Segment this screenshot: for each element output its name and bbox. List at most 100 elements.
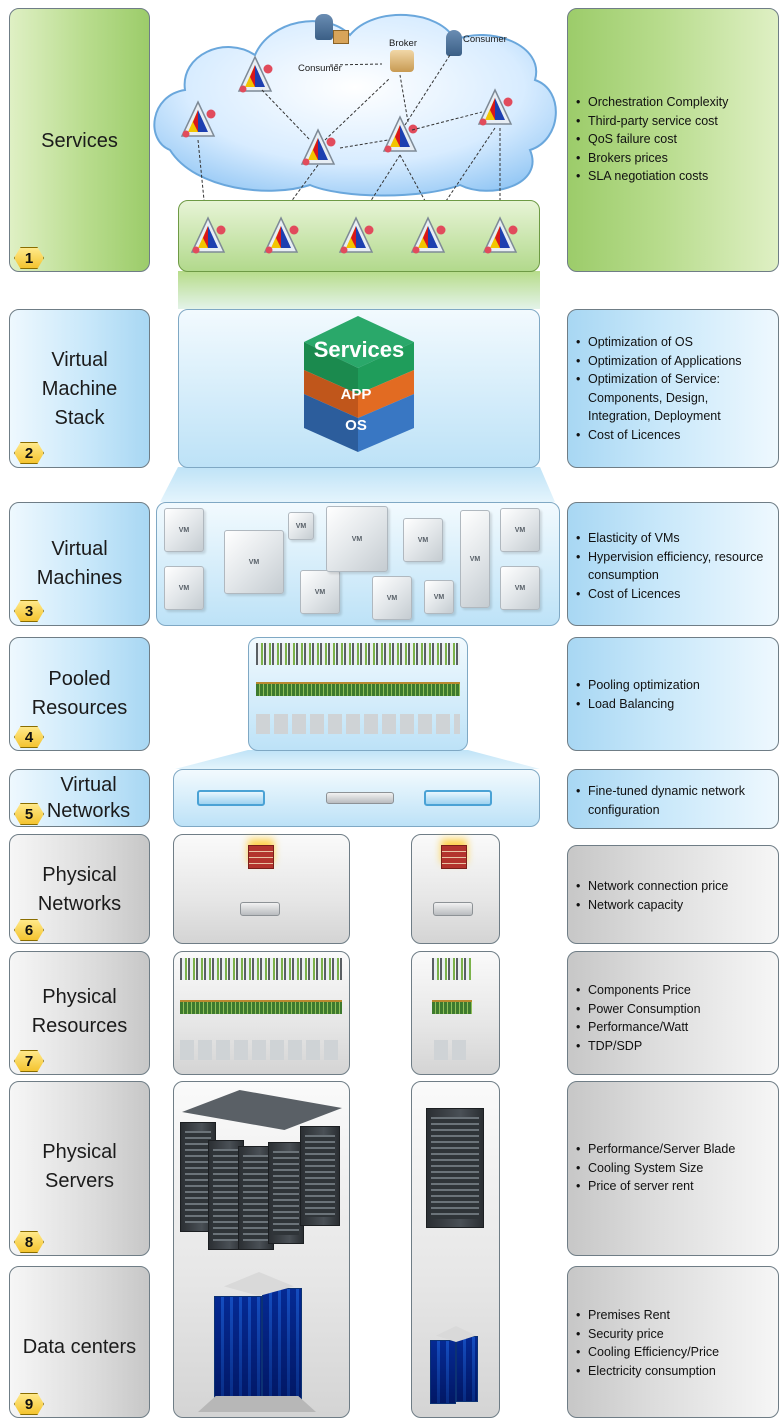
cost-item: Cooling Efficiency/Price (576, 1343, 774, 1362)
funnel-pool-to-vnet (175, 750, 540, 769)
layer-7-label-panel: Physical Resources 7 (9, 951, 150, 1075)
layer-1-cost-panel: Orchestration Complexity Third-party ser… (567, 8, 779, 272)
vm-icon: VM (164, 508, 204, 552)
service-node-icon (383, 116, 419, 154)
hard-disks-icon (434, 1040, 470, 1060)
router-icon (240, 902, 280, 916)
service-icon (483, 217, 519, 255)
broker-icon (390, 50, 414, 72)
layer-8-cost-list: Performance/Server Blade Cooling System … (576, 1140, 774, 1196)
layer-9-cost-panel: Premises Rent Security price Cooling Eff… (567, 1266, 779, 1418)
vm-icon: VM (288, 512, 314, 540)
cost-item: Elasticity of VMs (576, 529, 774, 548)
layer-3-cost-list: Elasticity of VMs Hypervision efficiency… (576, 529, 774, 603)
layer-3-label-panel: Virtual Machines 3 (9, 502, 150, 626)
layer-4-cost-panel: Pooling optimization Load Balancing (567, 637, 779, 751)
layer-1-cost-list: Orchestration Complexity Third-party ser… (576, 93, 774, 186)
layer-2-title: Virtual Machine Stack (41, 349, 118, 429)
layer-9-cost-list: Premises Rent Security price Cooling Eff… (576, 1306, 774, 1380)
layer-7-cost-panel: Components Price Power Consumption Perfo… (567, 951, 779, 1075)
vm-icon: VM (164, 566, 204, 610)
vm-icon: VM (424, 580, 454, 614)
processor-cards-icon (180, 958, 342, 980)
hard-disks-icon (256, 714, 460, 734)
cost-item: Orchestration Complexity (576, 93, 774, 112)
stack-services-label: Services (313, 337, 405, 362)
building-base (198, 1396, 316, 1412)
stack-os-label: OS (345, 417, 367, 434)
funnel-stack-to-vms (160, 467, 555, 502)
cost-item: Cooling System Size (576, 1159, 774, 1178)
broker-label: Broker (389, 38, 417, 49)
layer-8-title: Physical Servers (42, 1141, 117, 1192)
service-node-icon (238, 56, 274, 94)
cost-item: Performance/Watt (576, 1018, 774, 1037)
vm-icon: VM (372, 576, 412, 620)
layer-6-number-badge: 6 (14, 919, 44, 941)
layer-4-title: Pooled Resources (31, 668, 128, 719)
layer-9-number-badge: 9 (14, 1393, 44, 1415)
cost-item: TDP/SDP (576, 1037, 774, 1056)
layer-4-number-badge: 4 (14, 726, 44, 748)
cost-item: Premises Rent (576, 1306, 774, 1325)
vm-icon: VM (500, 566, 540, 610)
layer-9-label-panel: Data centers 9 (9, 1266, 150, 1418)
router-icon (433, 902, 473, 916)
virtual-switch-icon (424, 790, 492, 806)
layer-5-cost-list: Fine-tuned dynamic network configuration (576, 782, 774, 819)
datacenter-building-icon (456, 1336, 478, 1402)
layer-3-number-badge: 3 (14, 600, 44, 622)
layer-2-number-badge: 2 (14, 442, 44, 464)
cost-item: Components Price (576, 981, 774, 1000)
layer-7-title: Physical Resources (31, 986, 128, 1037)
service-node-icon (181, 101, 217, 139)
memory-modules-icon (432, 1000, 472, 1014)
vm-icon: VM (500, 508, 540, 552)
layer-5-title: Virtual Networks (46, 774, 131, 822)
datacenter-building-icon (262, 1288, 302, 1400)
memory-modules-icon (256, 682, 460, 696)
server-rack-icon (268, 1142, 304, 1244)
cost-item: Brokers prices (576, 149, 774, 168)
cost-item: Performance/Server Blade (576, 1140, 774, 1159)
cost-item: Pooling optimization (576, 676, 774, 695)
cost-item: Optimization of OS (576, 333, 774, 352)
layer-3-title: Virtual Machines (36, 538, 123, 589)
layer-1-label-panel: Services 1 (9, 8, 150, 272)
service-components (181, 54, 514, 211)
cost-item: Optimization of Service: Components, Des… (576, 370, 774, 426)
layer-6-cost-list: Network connection price Network capacit… (576, 877, 774, 914)
cost-item: Optimization of Applications (576, 352, 774, 371)
cost-item: Electricity consumption (576, 1362, 774, 1381)
stack-blocks (304, 316, 414, 452)
cost-item: Security price (576, 1325, 774, 1344)
server-rack-icon (426, 1108, 484, 1228)
service-node-icon (478, 89, 514, 127)
layer-8-number-badge: 8 (14, 1231, 44, 1253)
layer-5-cost-panel: Fine-tuned dynamic network configuration (567, 769, 779, 829)
cost-item: Power Consumption (576, 1000, 774, 1019)
cost-item: SLA negotiation costs (576, 167, 774, 186)
service-icon (411, 217, 447, 255)
service-icon (264, 217, 300, 255)
service-icon (191, 217, 227, 255)
layer-1-title: Services (41, 130, 118, 152)
service-icon (339, 217, 375, 255)
processor-cards-icon (432, 958, 472, 980)
consumer-left-label: Consumer (298, 63, 342, 74)
cost-item: Price of server rent (576, 1177, 774, 1196)
firewall-icon (441, 845, 467, 869)
cost-item: Network connection price (576, 877, 774, 896)
datacenter-building-icon (430, 1340, 456, 1404)
layer-6-cost-panel: Network connection price Network capacit… (567, 845, 779, 944)
firewall-icon (248, 845, 274, 869)
layer-7-number-badge: 7 (14, 1050, 44, 1072)
layer-8-cost-panel: Performance/Server Blade Cooling System … (567, 1081, 779, 1256)
consumer-right-label: Consumer (463, 34, 507, 45)
virtual-switch-icon (197, 790, 265, 806)
cost-item: Network capacity (576, 896, 774, 915)
vm-icon: VM (403, 518, 443, 562)
layer-2-cost-panel: Optimization of OS Optimization of Appli… (567, 309, 779, 468)
cost-item: Load Balancing (576, 695, 774, 714)
service-strip-icons (191, 217, 519, 255)
